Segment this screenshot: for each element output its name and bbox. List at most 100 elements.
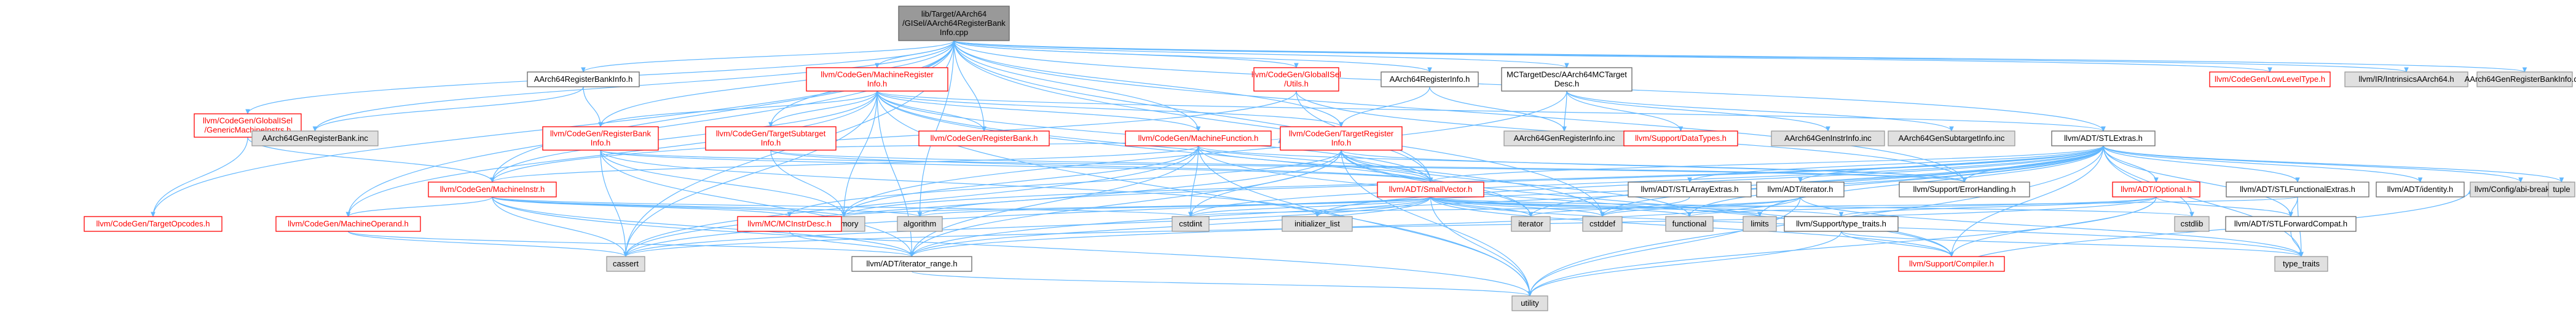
include-edge bbox=[1191, 145, 2104, 217]
node-box bbox=[2226, 181, 2369, 197]
node-funcextras[interactable]: llvm/ADT/STLFunctionalExtras.h bbox=[2226, 181, 2369, 197]
node-box bbox=[737, 216, 842, 232]
include-edge bbox=[844, 90, 878, 217]
node-label: /Utils.h bbox=[1284, 79, 1309, 89]
include-edge bbox=[583, 86, 601, 127]
node-errorhandling[interactable]: llvm/Support/ErrorHandling.h bbox=[1899, 181, 2030, 197]
include-edge bbox=[1430, 196, 1603, 217]
node-box bbox=[1511, 216, 1551, 232]
node-typetraits[interactable]: llvm/Support/type_traits.h bbox=[1784, 216, 1899, 232]
node-box bbox=[918, 130, 1050, 146]
node-fwdcompat[interactable]: llvm/ADT/STLForwardCompat.h bbox=[2225, 216, 2357, 232]
node-targetopcodes[interactable]: llvm/CodeGen/TargetOpcodes.h bbox=[84, 216, 223, 232]
node-box bbox=[2344, 71, 2468, 87]
node-label: type_traits bbox=[2283, 259, 2320, 268]
include-edge bbox=[492, 196, 912, 257]
node-rbinfo-h[interactable]: AArch64RegisterBankInfo.h bbox=[527, 71, 640, 87]
node-regbank[interactable]: llvm/CodeGen/RegisterBank.h bbox=[918, 130, 1050, 146]
include-edge bbox=[920, 40, 955, 217]
node-cstdlib: cstdlib bbox=[2174, 216, 2210, 232]
node-adt-iterator[interactable]: llvm/ADT/iterator.h bbox=[1756, 181, 1845, 197]
header-nodes: lib/Target/AArch64/GISel/AArch64Register… bbox=[84, 6, 2576, 311]
include-edge bbox=[347, 231, 626, 257]
node-generic-mi[interactable]: llvm/CodeGen/GlobalISel/GenericMachineIn… bbox=[194, 113, 302, 138]
node-box bbox=[1511, 295, 1548, 311]
include-edge bbox=[347, 231, 912, 257]
include-edge bbox=[953, 40, 1430, 72]
node-box bbox=[2051, 130, 2156, 146]
node-label: llvm/Support/ErrorHandling.h bbox=[1913, 185, 2016, 194]
node-root[interactable]: lib/Target/AArch64/GISel/AArch64Register… bbox=[898, 6, 1010, 41]
include-edge bbox=[1602, 196, 1801, 217]
include-edge bbox=[492, 196, 844, 217]
node-label: llvm/CodeGen/MachineOperand.h bbox=[288, 219, 409, 228]
include-edge bbox=[953, 40, 984, 131]
include-edge bbox=[953, 40, 2525, 72]
node-mcinstrdesc[interactable]: llvm/MC/MCInstrDesc.h bbox=[737, 216, 842, 232]
node-box bbox=[1888, 130, 2015, 146]
include-edge bbox=[844, 90, 1567, 217]
include-edge bbox=[1341, 150, 1952, 257]
include-edge bbox=[770, 150, 1431, 182]
node-lowlevel[interactable]: llvm/CodeGen/LowLevelType.h bbox=[2209, 71, 2331, 87]
node-label: llvm/CodeGen/LowLevelType.h bbox=[2215, 74, 2325, 84]
include-edge bbox=[1690, 145, 2104, 217]
include-edge bbox=[1602, 145, 2104, 217]
node-box bbox=[1377, 181, 1484, 197]
include-edge bbox=[153, 137, 248, 217]
node-label: llvm/ADT/STLArrayExtras.h bbox=[1641, 185, 1739, 194]
node-minstr[interactable]: llvm/CodeGen/MachineInstr.h bbox=[428, 181, 557, 197]
node-label: Info.h bbox=[591, 138, 611, 148]
node-moperand[interactable]: llvm/CodeGen/MachineOperand.h bbox=[275, 216, 421, 232]
node-box bbox=[1623, 130, 1738, 146]
include-edge bbox=[1430, 196, 1531, 217]
node-box bbox=[251, 130, 379, 146]
include-edge bbox=[953, 40, 1964, 182]
node-box bbox=[2174, 216, 2210, 232]
node-identity[interactable]: llvm/ADT/identity.h bbox=[2376, 181, 2465, 197]
include-edge bbox=[1760, 145, 2104, 217]
node-label: llvm/ADT/STLForwardCompat.h bbox=[2234, 219, 2347, 228]
node-reginfo-h[interactable]: AArch64RegisterInfo.h bbox=[1381, 71, 1479, 87]
node-box bbox=[275, 216, 421, 232]
node-smallvector[interactable]: llvm/ADT/SmallVector.h bbox=[1377, 181, 1484, 197]
include-edge bbox=[1431, 145, 2104, 182]
node-mfunc[interactable]: llvm/CodeGen/MachineFunction.h bbox=[1125, 130, 1272, 146]
node-box bbox=[2274, 256, 2328, 272]
node-optional[interactable]: llvm/ADT/Optional.h bbox=[2112, 181, 2200, 197]
node-label: llvm/Config/abi-breaking.h bbox=[2475, 185, 2567, 194]
include-edge bbox=[600, 150, 1431, 182]
include-edge bbox=[920, 196, 1432, 217]
node-stlextras[interactable]: llvm/ADT/STLExtras.h bbox=[2051, 130, 2156, 146]
include-edge bbox=[1566, 90, 1681, 131]
include-edge bbox=[2156, 196, 2291, 217]
node-label: AArch64RegisterInfo.h bbox=[1390, 74, 1470, 84]
node-cassert: cassert bbox=[606, 256, 645, 272]
node-label: Info.cpp bbox=[940, 28, 968, 37]
node-label: algorithm bbox=[904, 219, 936, 228]
node-label: llvm/ADT/identity.h bbox=[2387, 185, 2453, 194]
node-iterrange[interactable]: llvm/ADT/iterator_range.h bbox=[851, 256, 972, 272]
include-edge bbox=[626, 196, 2157, 257]
node-gisel-utils[interactable]: llvm/CodeGen/GlobalISel/Utils.h bbox=[1251, 67, 1341, 92]
node-cstddef: cstddef bbox=[1582, 216, 1623, 232]
include-edge bbox=[1690, 145, 2104, 182]
node-compiler[interactable]: llvm/Support/Compiler.h bbox=[1898, 256, 2005, 272]
include-edge bbox=[876, 90, 1341, 127]
include-edge bbox=[492, 196, 1530, 296]
node-label: /GISel/AArch64RegisterBank bbox=[902, 18, 1006, 28]
node-datatypes[interactable]: llvm/Support/DataTypes.h bbox=[1623, 130, 1738, 146]
include-edge bbox=[600, 150, 844, 217]
include-edge bbox=[601, 40, 955, 127]
include-edge bbox=[1566, 90, 1952, 131]
include-edge bbox=[953, 40, 1199, 131]
node-cg-rbinfo[interactable]: llvm/CodeGen/RegisterBankInfo.h bbox=[542, 126, 659, 151]
node-arrayextras[interactable]: llvm/ADT/STLArrayExtras.h bbox=[1628, 181, 1752, 197]
include-edge bbox=[876, 90, 1602, 217]
include-edge bbox=[1530, 231, 1842, 296]
node-label: cstdint bbox=[1179, 219, 1202, 228]
